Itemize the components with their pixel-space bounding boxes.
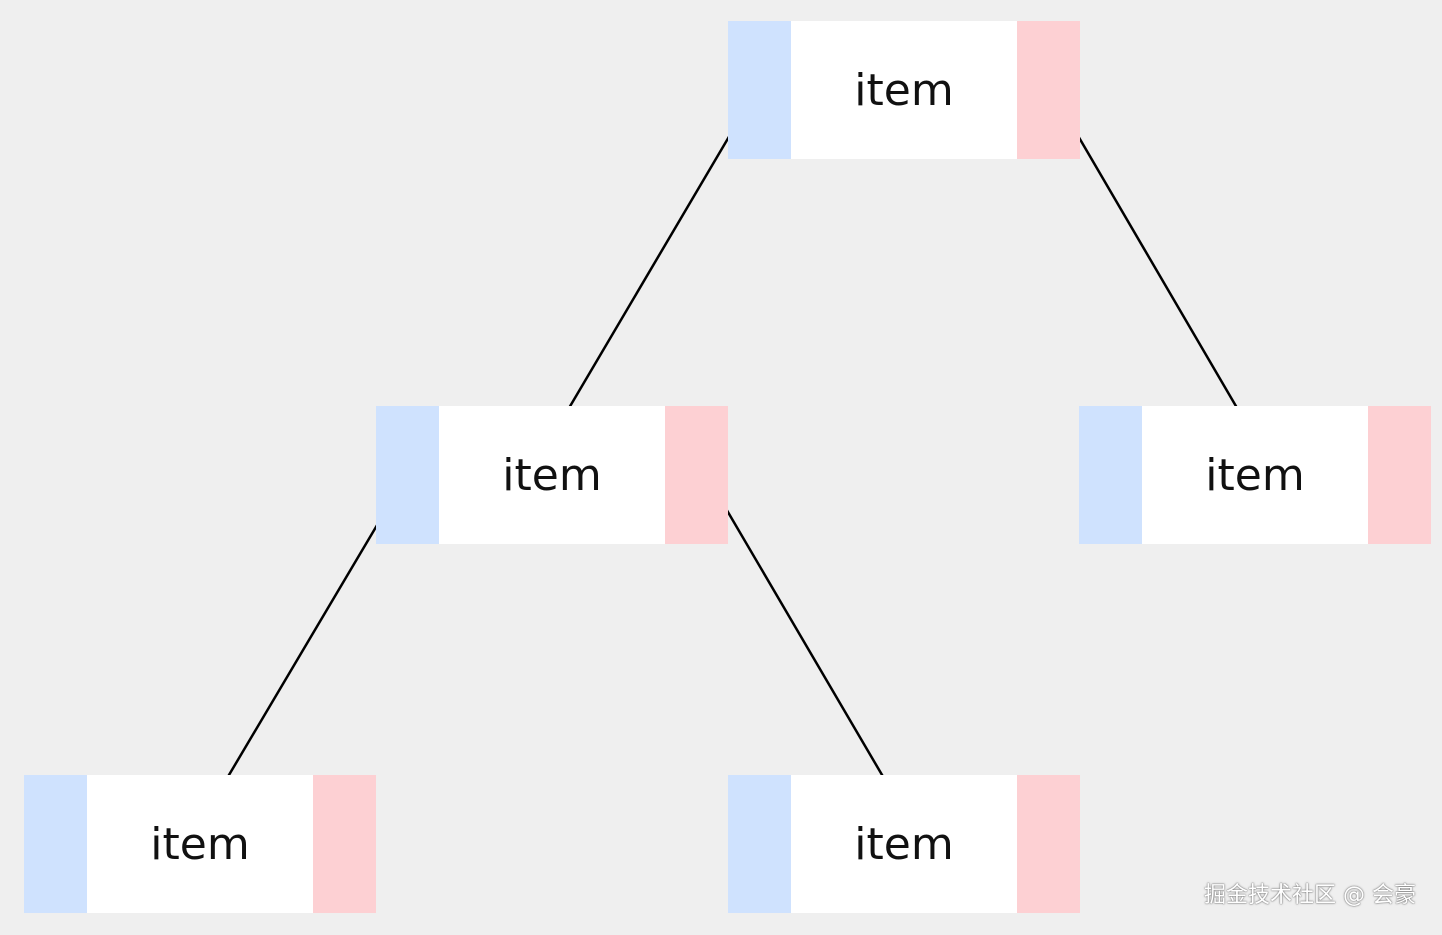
node-value: item: [87, 775, 313, 913]
node-value: item: [791, 21, 1017, 159]
tree-node-left: item: [376, 406, 728, 544]
left-pointer-cell: [728, 775, 791, 913]
node-value: item: [439, 406, 665, 544]
node-value: item: [791, 775, 1017, 913]
tree-node-left-left: item: [24, 775, 376, 913]
edge-left-to-leftright: [706, 476, 906, 811]
right-pointer-cell: [1368, 406, 1431, 544]
right-pointer-cell: [1017, 775, 1080, 913]
tree-node-right: item: [1079, 406, 1431, 544]
watermark: 掘金技术社区 @ 会豪: [1204, 883, 1416, 908]
left-pointer-cell: [24, 775, 87, 913]
right-pointer-cell: [665, 406, 728, 544]
node-value: item: [1142, 406, 1368, 544]
right-pointer-cell: [1017, 21, 1080, 159]
edge-root-to-right: [1051, 91, 1251, 427]
left-pointer-cell: [1079, 406, 1142, 544]
tree-node-root: item: [728, 21, 1080, 159]
left-pointer-cell: [376, 406, 439, 544]
right-pointer-cell: [313, 775, 376, 913]
edge-root-to-left: [557, 94, 755, 427]
left-pointer-cell: [728, 21, 791, 159]
tree-node-left-right: item: [728, 775, 1080, 913]
